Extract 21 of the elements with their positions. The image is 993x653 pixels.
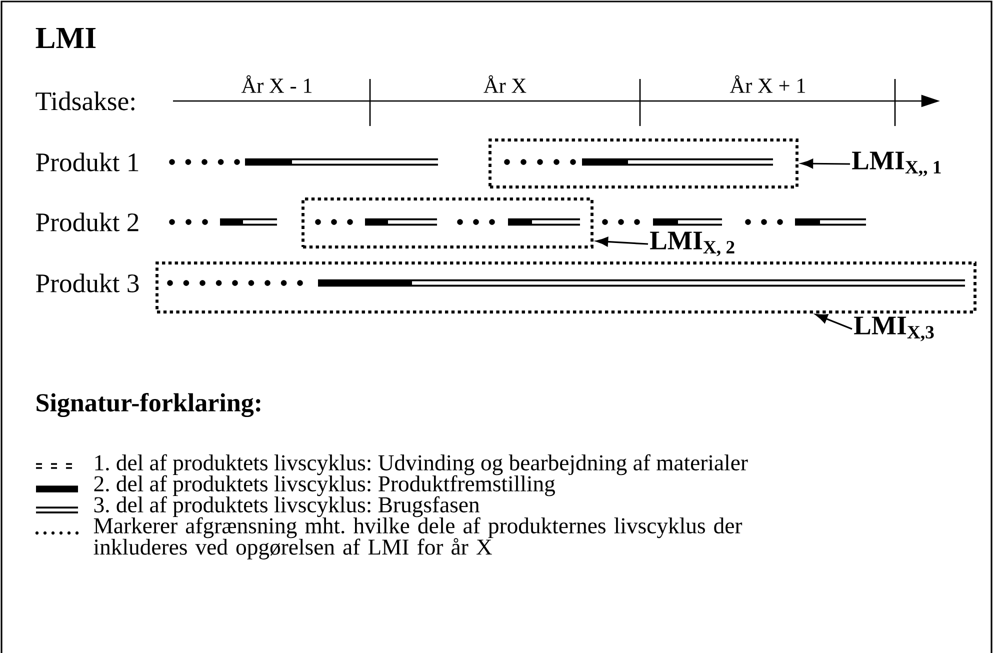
legend-text: 3. del af produktets livscyklus: Brugsfasen [94, 496, 480, 518]
legend-heading: Signatur-forklaring: [36, 392, 260, 417]
legend-text: 1. del af produktets livscyklus: Udvinding og bearbejdning af materialer [95, 454, 748, 476]
boundary-box [488, 138, 798, 188]
lmi-label: LMI$_{X,, 1}$ [852, 152, 941, 176]
year-label: År X [484, 75, 526, 93]
year-label: År X + 1 [730, 75, 806, 93]
legend-text: 2. del af produktets livscyklus: Produktfremstilling [94, 475, 555, 496]
lmi-label: LMI$_{X,3}$ [854, 316, 934, 342]
row-label: Produkt 2 [36, 212, 138, 232]
row-label: Produkt 1 [36, 152, 138, 172]
lmi-label: LMI$_{X, 2}$ [650, 232, 734, 256]
boundary-box [302, 198, 594, 248]
arrow [816, 314, 852, 330]
axis-label: Tidsakse: [36, 92, 134, 110]
title: LMI [36, 28, 96, 48]
arrow [801, 158, 850, 168]
arrow [596, 236, 648, 246]
boundary-box [156, 262, 976, 314]
year-label: År X - 1 [241, 75, 312, 93]
legend-text: Markerer afgrænsning mht. hvilke dele af produkternes livscyklus der inkluderes ved opgørelsen af LMI for år X [94, 517, 742, 560]
